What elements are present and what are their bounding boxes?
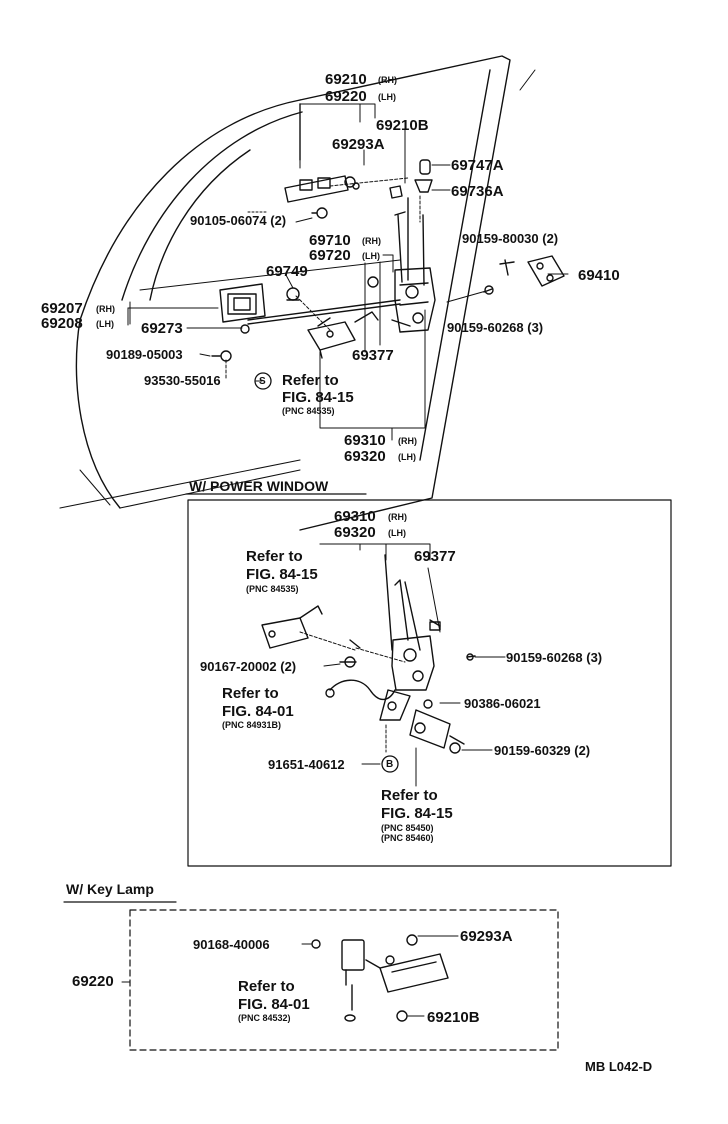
door-lock-assembly <box>391 267 436 333</box>
label-69210: 69210 <box>325 71 367 88</box>
label-69293a-keylamp: 69293A <box>460 928 513 945</box>
pnc-85460: (PNC 85460) <box>381 833 434 843</box>
label-69720: 69720 <box>309 247 351 264</box>
refer-to-pw3: Refer to <box>381 787 438 804</box>
leader-lines-upper <box>127 103 569 441</box>
door-outline <box>59 55 536 531</box>
pnc-84535-pw: (PNC 84535) <box>246 584 299 594</box>
label-69310-pw: 69310 <box>334 508 376 525</box>
label-69320-pw: 69320 <box>334 524 376 541</box>
label-69220-keylamp: 69220 <box>72 973 114 990</box>
label-90159-60268-upper: 90159-60268 (3) <box>447 320 544 335</box>
label-69210b-keylamp: 69210B <box>427 1009 480 1026</box>
circle-b-label: B <box>386 759 394 770</box>
remote-control-bracket <box>240 311 379 359</box>
pnc-84532: (PNC 84532) <box>238 1013 291 1023</box>
label-69410: 69410 <box>578 267 620 284</box>
label-91651-40612: 91651-40612 <box>268 757 345 772</box>
power-window-heading: W/ POWER WINDOW <box>189 478 329 494</box>
label-69320-lh-pw: (LH) <box>388 528 406 538</box>
fig-84-15-pw1: FIG. 84-15 <box>246 566 318 583</box>
door-striker <box>483 255 565 295</box>
label-69273: 69273 <box>141 320 183 337</box>
label-69747a: 69747A <box>451 157 504 174</box>
label-69320-upper: 69320 <box>344 448 386 465</box>
label-69710-rh: (RH) <box>362 236 381 246</box>
key-lamp-box <box>129 909 559 1051</box>
label-90167-20002: 90167-20002 (2) <box>200 659 297 674</box>
circle-b-marker <box>381 755 399 773</box>
label-69207-rh: (RH) <box>96 304 115 314</box>
label-90159-60329: 90159-60329 (2) <box>494 743 591 758</box>
label-69310-rh-pw: (RH) <box>388 512 407 522</box>
leader-lines-power <box>299 543 506 787</box>
label-90159-80030: 90159-80030 (2) <box>462 231 559 246</box>
label-69377-upper: 69377 <box>352 347 394 364</box>
label-69210b: 69210B <box>376 117 429 134</box>
leader-lines-keylamp <box>121 935 459 1017</box>
power-window-box <box>187 499 672 867</box>
label-69220: 69220 <box>325 88 367 105</box>
label-90105-06074: 90105-06074 (2) <box>190 213 287 228</box>
circle-s-label: S <box>259 376 266 387</box>
refer-to-pw1: Refer to <box>246 548 303 565</box>
label-69220-lh: (LH) <box>378 92 396 102</box>
label-69320-lh-upper: (LH) <box>398 452 416 462</box>
fig-84-15-pw3: FIG. 84-15 <box>381 805 453 822</box>
refer-to-upper: Refer to <box>282 372 339 389</box>
fig-84-01-keylamp: FIG. 84-01 <box>238 996 310 1013</box>
label-90168-40006: 90168-40006 <box>193 937 270 952</box>
key-lamp-assembly <box>311 934 449 1022</box>
label-69720-lh: (LH) <box>362 251 380 261</box>
label-90189-05003: 90189-05003 <box>106 347 183 362</box>
label-69208: 69208 <box>41 315 83 332</box>
circle-s-marker <box>254 372 272 390</box>
power-window-assembly <box>261 554 476 754</box>
label-69377-pw: 69377 <box>414 548 456 565</box>
inside-handle <box>219 283 266 323</box>
label-69736a: 69736A <box>451 183 504 200</box>
label-69749: 69749 <box>266 263 308 280</box>
label-69310-rh-upper: (RH) <box>398 436 417 446</box>
key-lamp-heading: W/ Key Lamp <box>66 881 154 897</box>
label-69710: 69710 <box>309 232 351 249</box>
small-parts-upper <box>211 159 433 362</box>
outside-handle <box>284 175 360 203</box>
label-69310-upper: 69310 <box>344 432 386 449</box>
label-93530-55016: 93530-55016 <box>144 373 221 388</box>
label-69210-rh: (RH) <box>378 75 397 85</box>
pnc-84535-upper: (PNC 84535) <box>282 406 335 416</box>
pnc-85450: (PNC 85450) <box>381 823 434 833</box>
lock-rods <box>247 197 425 325</box>
fig-84-01-pw: FIG. 84-01 <box>222 703 294 720</box>
label-90386-06021: 90386-06021 <box>464 696 541 711</box>
fig-84-15-upper: FIG. 84-15 <box>282 389 354 406</box>
label-69207: 69207 <box>41 300 83 317</box>
pnc-84931b: (PNC 84931B) <box>222 720 282 730</box>
label-69208-lh: (LH) <box>96 319 114 329</box>
diagram-code: MB L042-D <box>585 1059 653 1074</box>
label-90159-60268-pw: 90159-60268 (3) <box>506 650 603 665</box>
refer-to-keylamp: Refer to <box>238 978 295 995</box>
refer-to-pw2: Refer to <box>222 685 279 702</box>
label-69293a: 69293A <box>332 136 385 153</box>
